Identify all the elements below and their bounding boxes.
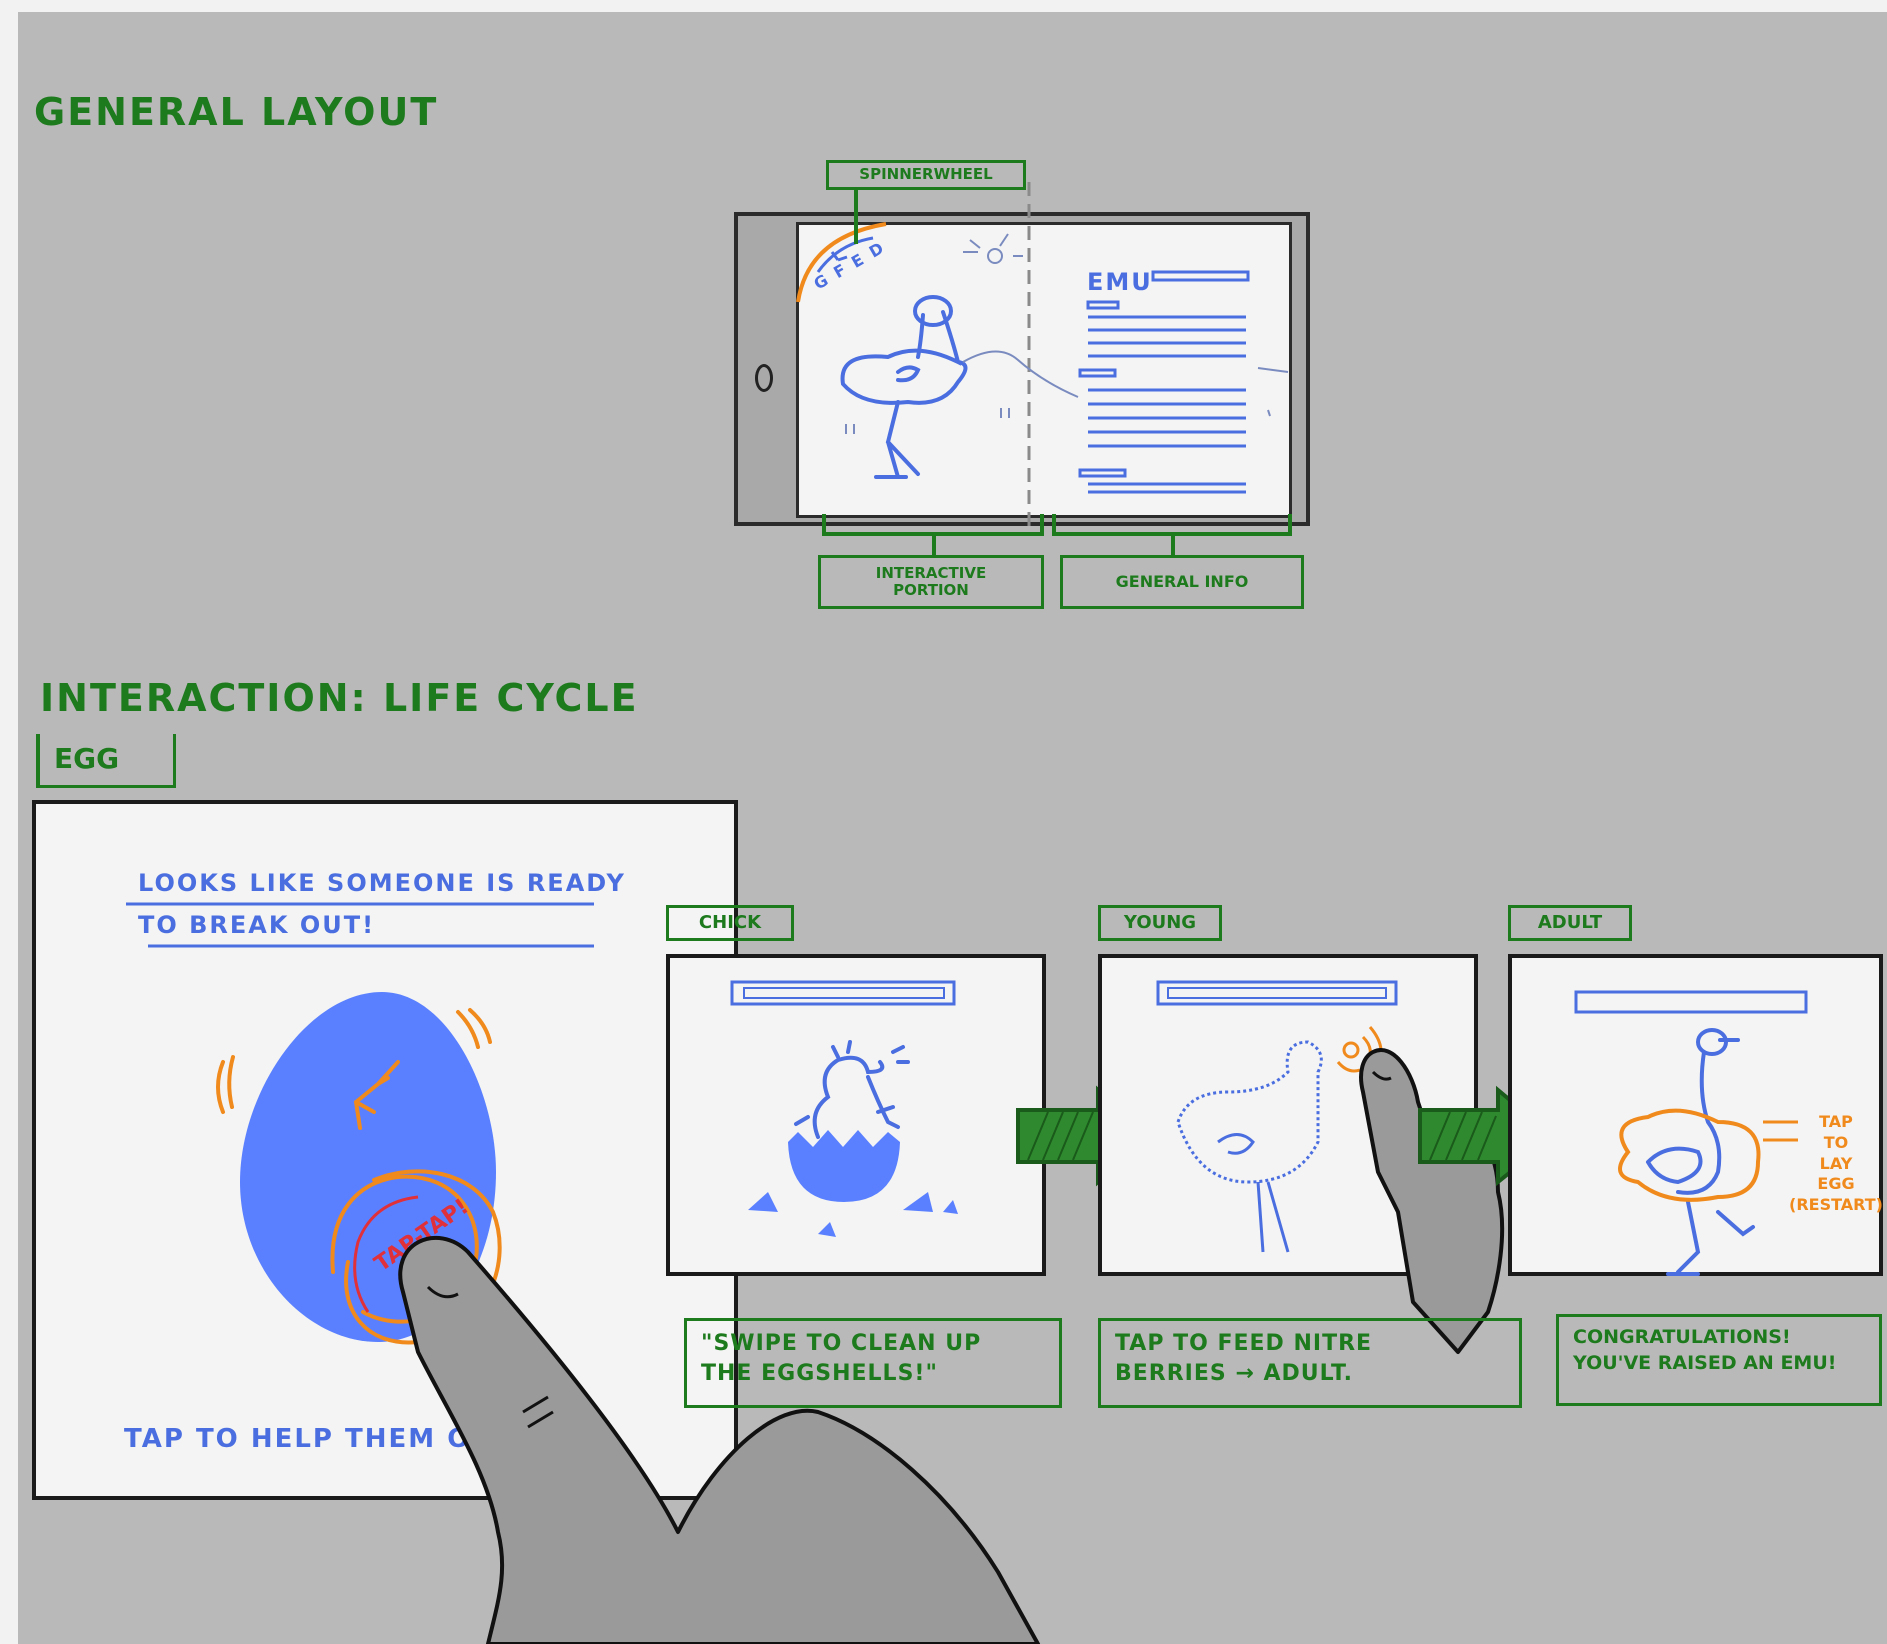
chick-panel — [666, 954, 1046, 1276]
spinner-wheel-label: SPINNERWHEEL — [826, 160, 1026, 190]
spinner-wheel-sketch — [796, 222, 887, 303]
sketch-canvas: GENERAL LAYOUT G F E D EMU — [18, 12, 1887, 1644]
emu-sketch-small — [840, 233, 1289, 479]
lay-egg-annotation: TAP TO LAY EGG (RESTART) — [1789, 1112, 1883, 1215]
adult-caption: CONGRATULATIONS! YOU'VE RAISED AN EMU! — [1556, 1314, 1882, 1406]
info-text-lines — [1078, 270, 1250, 494]
info-title: EMU — [1087, 268, 1153, 296]
interactive-portion-label: INTERACTIVE PORTION — [818, 555, 1044, 609]
young-stage-label: YOUNG — [1098, 905, 1222, 941]
chick-stage-label: CHICK — [666, 905, 794, 941]
general-layout-heading: GENERAL LAYOUT — [34, 90, 439, 134]
egg-prompt: LOOKS LIKE SOMEONE IS READY TO BREAK OUT… — [138, 869, 626, 939]
chick-caption: "SWIPE TO CLEAN UP THE EGGSHELLS!" — [684, 1318, 1062, 1408]
chick-illustration — [730, 980, 958, 1237]
general-info-label: GENERAL INFO — [1060, 555, 1304, 609]
hand-tap-icon — [398, 1235, 1040, 1644]
young-illustration — [1156, 980, 1505, 1354]
screen-divider — [1027, 182, 1031, 532]
tablet-home-button — [755, 364, 773, 392]
egg-stage-label: EGG — [36, 734, 176, 788]
adult-illustration — [1574, 990, 1808, 1276]
layout-callout-lines — [822, 190, 1292, 556]
interaction-heading: INTERACTION: LIFE CYCLE — [40, 676, 639, 720]
young-caption: TAP TO FEED NITRE BERRIES → ADULT. — [1098, 1318, 1522, 1408]
adult-stage-label: ADULT — [1508, 905, 1632, 941]
egg-prompt-underlines — [126, 902, 594, 948]
